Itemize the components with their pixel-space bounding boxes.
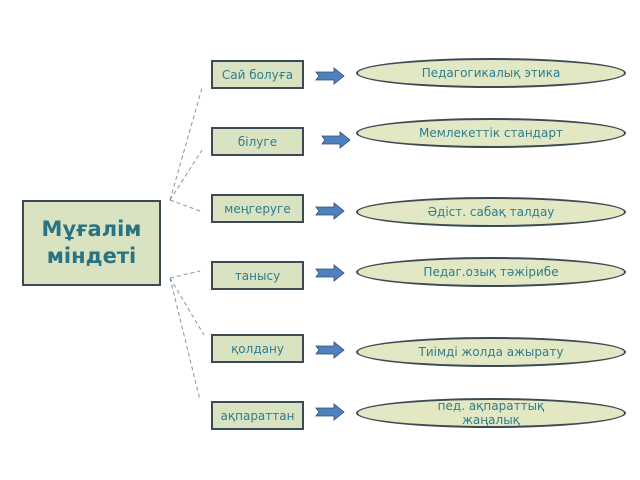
task-label: ақпараттан (220, 408, 295, 423)
task-box: меңгеруге (211, 194, 304, 223)
outcome-label: Тиімді жолда ажырату (418, 345, 564, 359)
outcome-ellipse: Педагогикалық этика (356, 58, 626, 88)
outcome-ellipse: Педаг.озық тәжірибе (356, 257, 626, 287)
task-label: Сай болуға (221, 67, 294, 82)
right-arrow-icon (315, 264, 345, 282)
outcome-label: Мемлекеттік стандарт (419, 126, 563, 140)
connector-line (169, 277, 205, 336)
task-label: қолдану (231, 341, 284, 356)
connector-line (169, 199, 201, 212)
main-box: Мұғалім міндеті (22, 200, 161, 286)
task-box: білуге (211, 127, 304, 156)
connector-line (169, 87, 203, 201)
outcome-label: Педагогикалық этика (421, 66, 561, 80)
outcome-ellipse: Әдіст. сабақ талдау (356, 197, 626, 227)
right-arrow-icon (315, 403, 345, 421)
task-box: қолдану (211, 334, 304, 363)
outcome-label: Әдіст. сабақ талдау (427, 205, 555, 219)
right-arrow-icon (315, 67, 345, 85)
connector-line (169, 149, 203, 201)
outcome-ellipse: Тиімді жолда ажырату (356, 337, 626, 367)
outcome-label: пед. ақпараттық жаңалық (437, 399, 545, 427)
task-label: меңгеруге (224, 201, 291, 216)
task-label: білуге (237, 134, 278, 149)
task-box: ақпараттан (211, 401, 304, 430)
connector-line (169, 270, 201, 279)
connector-line (169, 277, 201, 401)
task-box: Сай болуға (211, 60, 304, 89)
right-arrow-icon (315, 202, 345, 220)
task-box: танысу (211, 261, 304, 290)
outcome-ellipse: пед. ақпараттық жаңалық (356, 398, 626, 428)
right-arrow-icon (315, 341, 345, 359)
right-arrow-icon (321, 131, 351, 149)
outcome-label: Педаг.озық тәжірибе (423, 265, 559, 279)
outcome-ellipse: Мемлекеттік стандарт (356, 118, 626, 148)
main-title: Мұғалім міндеті (41, 217, 142, 268)
task-label: танысу (234, 268, 281, 283)
